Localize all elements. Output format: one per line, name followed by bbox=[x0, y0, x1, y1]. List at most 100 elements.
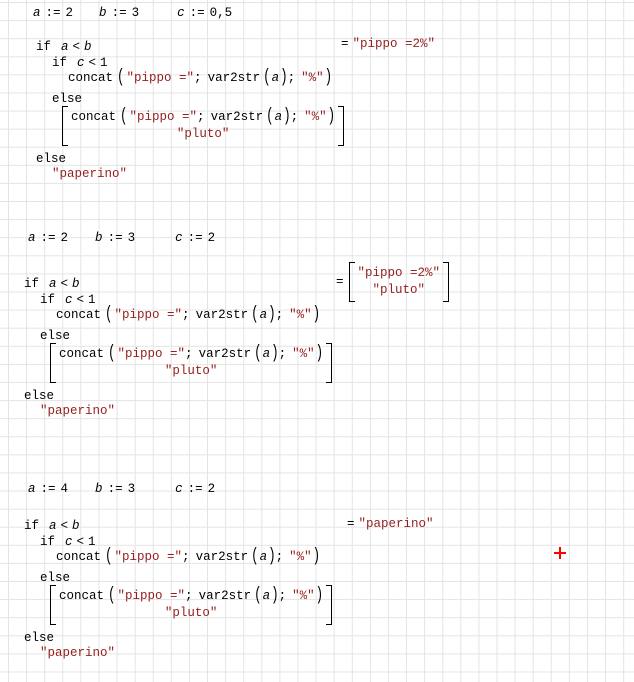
keyword-else: else bbox=[24, 389, 55, 403]
variable-name: b bbox=[99, 6, 107, 20]
keyword-if: if bbox=[40, 535, 56, 549]
assign-operator: := bbox=[40, 231, 56, 245]
assign-operator: := bbox=[107, 482, 123, 496]
variable-name: a bbox=[259, 308, 268, 322]
else-line[interactable]: else bbox=[52, 92, 82, 106]
else-line[interactable]: else bbox=[40, 329, 70, 343]
number-value: 1 bbox=[100, 56, 108, 70]
definition-region[interactable]: a := 4 b := 3 c := 2 bbox=[28, 482, 215, 496]
definition-region[interactable]: a := 2 b := 3 c := 2 bbox=[28, 231, 215, 245]
variable-name: c bbox=[65, 293, 73, 307]
definition-value: 3 bbox=[127, 482, 136, 496]
variable-name: c bbox=[175, 482, 183, 496]
function-name-concat: concat bbox=[68, 71, 114, 85]
definition-value: 2 bbox=[60, 231, 69, 245]
keyword-else: else bbox=[40, 571, 71, 585]
definition-value: 2 bbox=[65, 6, 74, 20]
concat-expression[interactable]: concat ( "pippo =" ; var2str ( a ) ; "%"… bbox=[56, 304, 320, 324]
keyword-if: if bbox=[24, 277, 40, 291]
definition-value: 2 bbox=[207, 482, 216, 496]
variable-name: b bbox=[95, 231, 103, 245]
semicolon-separator: ; bbox=[275, 550, 284, 564]
else-body-region[interactable]: concat ( "pippo =" ; var2str ( a ) ; "%"… bbox=[50, 585, 333, 625]
else-line[interactable]: else bbox=[24, 389, 54, 403]
variable-name: b bbox=[84, 40, 92, 54]
string-literal: "pippo =" bbox=[117, 347, 186, 361]
semicolon-separator: ; bbox=[275, 308, 284, 322]
variable-name: a bbox=[259, 550, 268, 564]
open-paren: ( bbox=[117, 67, 125, 88]
function-name-var2str: var2str bbox=[198, 589, 252, 603]
keyword-if: if bbox=[36, 40, 52, 54]
nested-if-line[interactable]: if c < 1 bbox=[40, 293, 96, 307]
semicolon-separator: ; bbox=[182, 308, 190, 322]
assign-operator: := bbox=[107, 231, 123, 245]
close-paren: ) bbox=[315, 584, 324, 606]
less-than-operator: < bbox=[76, 293, 85, 307]
else-line[interactable]: else bbox=[36, 152, 66, 166]
open-paren: ( bbox=[120, 105, 128, 127]
else-body-region[interactable]: concat ( "pippo =" ; var2str ( a ) ; "%"… bbox=[50, 342, 333, 383]
concat-expression: concat ( "pippo =" ; var2str ( a ) ; "%"… bbox=[59, 585, 323, 605]
string-literal: "%" bbox=[289, 550, 312, 564]
keyword-else: else bbox=[52, 92, 83, 106]
result-string-value: "pippo =2%" bbox=[357, 265, 441, 280]
else-line[interactable]: else bbox=[40, 571, 70, 585]
variable-name: a bbox=[262, 347, 271, 361]
string-literal: "pippo =" bbox=[114, 550, 183, 564]
concat-expression[interactable]: concat ( "pippo =" ; var2str ( a ) ; "%"… bbox=[56, 546, 320, 566]
if-expression-region[interactable]: if a < b bbox=[24, 519, 80, 533]
open-paren: ( bbox=[108, 584, 116, 606]
string-result-line[interactable]: "paperino" bbox=[40, 646, 115, 660]
evaluation-result[interactable]: = "pippo =2%" "pluto" bbox=[336, 261, 449, 302]
string-result-line[interactable]: "paperino" bbox=[40, 404, 115, 418]
keyword-if: if bbox=[40, 293, 56, 307]
nested-if-line[interactable]: if c < 1 bbox=[40, 535, 96, 549]
if-expression-region[interactable]: if a < b bbox=[36, 40, 92, 54]
open-paren: ( bbox=[266, 105, 274, 127]
keyword-if: if bbox=[24, 519, 40, 533]
close-paren: ) bbox=[315, 342, 324, 364]
concat-expression[interactable]: concat ( "pippo =" ; var2str ( a ) ; "%"… bbox=[68, 67, 332, 87]
string-literal: "%" bbox=[292, 347, 315, 361]
function-name-var2str: var2str bbox=[195, 550, 249, 564]
function-name-concat: concat bbox=[56, 550, 102, 564]
assign-operator: := bbox=[189, 6, 205, 20]
string-result-line[interactable]: "paperino" bbox=[52, 167, 127, 181]
string-literal: "pippo =" bbox=[117, 589, 186, 603]
open-paren: ( bbox=[105, 304, 113, 325]
nested-if-line[interactable]: if c < 1 bbox=[52, 56, 108, 70]
semicolon-separator: ; bbox=[290, 110, 299, 124]
definition-value: 3 bbox=[131, 6, 140, 20]
variable-name: a bbox=[61, 40, 69, 54]
semicolon-separator: ; bbox=[278, 589, 287, 603]
less-than-operator: < bbox=[60, 519, 69, 533]
close-paren: ) bbox=[312, 304, 321, 325]
if-expression-region[interactable]: if a < b bbox=[24, 277, 80, 291]
result-string-value: "paperino" bbox=[358, 517, 434, 531]
string-literal: "%" bbox=[292, 589, 315, 603]
open-paren: ( bbox=[254, 342, 262, 364]
variable-name: a bbox=[33, 6, 41, 20]
number-value: 1 bbox=[88, 535, 96, 549]
function-name-var2str: var2str bbox=[195, 308, 249, 322]
variable-name: a bbox=[28, 231, 36, 245]
less-than-operator: < bbox=[76, 535, 85, 549]
else-line[interactable]: else bbox=[24, 631, 54, 645]
open-paren: ( bbox=[251, 546, 259, 567]
close-paren: ) bbox=[280, 67, 288, 88]
variable-name: b bbox=[95, 482, 103, 496]
string-literal: "%" bbox=[289, 308, 312, 322]
definition-value: 4 bbox=[60, 482, 69, 496]
function-name-concat: concat bbox=[71, 110, 117, 124]
string-literal: "pluto" bbox=[164, 364, 218, 378]
function-name-var2str: var2str bbox=[198, 347, 252, 361]
keyword-else: else bbox=[40, 329, 71, 343]
definition-region[interactable]: a := 2 b := 3 c := 0,5 bbox=[33, 6, 232, 20]
open-paren: ( bbox=[251, 304, 259, 325]
else-body-region[interactable]: concat ( "pippo =" ; var2str ( a ) ; "%"… bbox=[62, 105, 345, 146]
evaluation-result[interactable]: = "pippo =2%" bbox=[341, 37, 435, 51]
close-paren: ) bbox=[312, 546, 321, 567]
evaluation-result[interactable]: = "paperino" bbox=[347, 517, 434, 531]
